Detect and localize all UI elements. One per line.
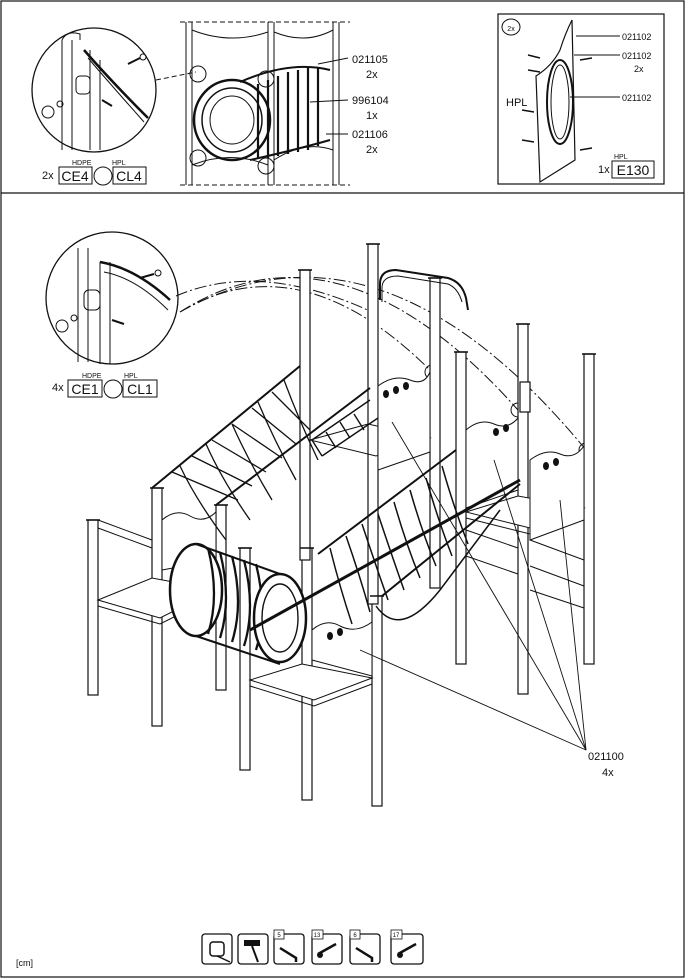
hdpe-code-box: [58, 166, 93, 185]
hdpe-code: CE1: [71, 381, 98, 397]
top-left-detail: [31, 27, 197, 153]
tool-size-label: 17: [393, 933, 400, 939]
qty-label: 4x: [52, 382, 64, 394]
callout-qty: 2x: [634, 64, 644, 74]
tool-hex-key-6: 6: [349, 929, 381, 965]
callout-part: 021100: [588, 751, 624, 763]
callout-part: 021105: [352, 54, 388, 66]
tool-size-label: 5: [277, 933, 281, 939]
tool-wrench-17: 17: [390, 929, 424, 965]
leader-dashed: [155, 71, 197, 81]
material-label: HPL: [506, 97, 527, 109]
hpl-code-box: [112, 166, 147, 185]
unit-label: [cm]: [16, 958, 33, 968]
hdpe-code: CE4: [61, 168, 88, 184]
wrench-icon: [317, 942, 337, 958]
hpl-label: HPL: [112, 160, 126, 167]
code-box: [611, 160, 655, 179]
tape-measure-icon: [209, 941, 231, 963]
callout-part: 021106: [352, 129, 388, 141]
tunnel-detail: [180, 21, 350, 186]
cap-nut: [41, 105, 55, 119]
callout-qty: 2x: [366, 144, 378, 156]
panel-code: E130: [617, 162, 650, 178]
hex-key-icon: [279, 946, 298, 962]
hdpe-label: HDPE: [72, 160, 92, 167]
badge-label: 2x: [507, 26, 515, 33]
callout-part: 021102: [622, 93, 651, 103]
badge-circle: [501, 18, 521, 36]
hdpe-label: HDPE: [82, 373, 102, 380]
hpl-label: HPL: [614, 154, 628, 161]
tool-wrench-13: 13: [311, 929, 343, 965]
tunnel-ring: [192, 78, 272, 162]
tool-size-label: 13: [314, 933, 321, 939]
callout-part: 021102: [622, 32, 651, 42]
code-qty: 1x: [598, 164, 610, 176]
tool-hex-key-5: 5: [273, 929, 305, 965]
qty-label: 2x: [42, 170, 54, 182]
tool-tape-measure: [201, 933, 233, 965]
tool-hammer: [237, 933, 269, 965]
hpl-code: CL1: [127, 381, 153, 397]
callout-part: 021102: [622, 51, 651, 61]
swap-circle-icon: [103, 379, 123, 399]
hammer-icon: [244, 940, 260, 963]
clamp-part: [75, 75, 91, 95]
detail-circle: [31, 27, 157, 153]
hpl-panel: [521, 19, 620, 184]
tool-size-label: 6: [353, 933, 357, 939]
callout-qty: 1x: [366, 110, 378, 122]
callout-qty: 4x: [602, 767, 614, 779]
wrench-icon: [397, 942, 417, 958]
panel-detail-box: [497, 13, 665, 185]
playground-assembly: [86, 243, 596, 807]
swap-circle-icon: [93, 166, 113, 186]
callout-part: 996104: [352, 95, 389, 107]
main-detail: [45, 231, 179, 365]
callout-qty: 2x: [366, 69, 378, 81]
hpl-code: CL4: [116, 168, 142, 184]
hpl-label: HPL: [124, 373, 138, 380]
hex-key-icon: [355, 946, 374, 962]
